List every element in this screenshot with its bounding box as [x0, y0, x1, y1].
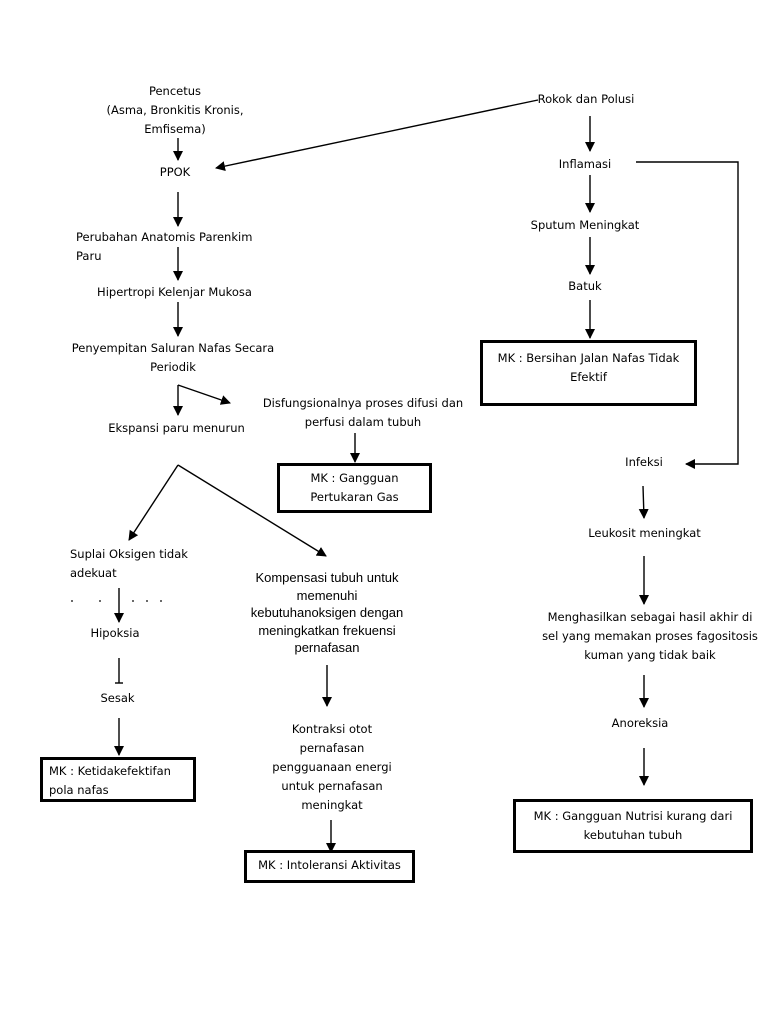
box-mk-gangguan-nutrisi: MK : Gangguan Nutrisi kurang dari kebutu… — [513, 799, 753, 853]
suplai-line-1: Suplai Oksigen tidak — [70, 547, 188, 561]
node-infeksi: Infeksi — [625, 455, 663, 469]
arrow-ekspansi-kompensasi — [177, 464, 327, 557]
nutrisi-line-2: kebutuhan tubuh — [583, 828, 683, 842]
bersihan-line-2: Efektif — [570, 370, 607, 384]
kompensasi-line-4: meningkatkan frekuensi — [258, 622, 396, 638]
node-penyempitan: Penyempitan Saluran Nafas Secara Periodi… — [68, 339, 278, 377]
disfungsi-line-1: Disfungsionalnya proses difusi dan — [262, 396, 464, 410]
kontraksi-line-4: untuk pernafasan — [281, 779, 383, 793]
perubahan-line-1: Perubahan Anatomis Parenkim — [76, 230, 253, 244]
penyempitan-line-2: Periodik — [150, 360, 196, 374]
node-ppok: PPOK — [159, 165, 191, 179]
pola-line-2: pola nafas — [49, 783, 109, 797]
node-hipoksia: Hipoksia — [90, 626, 140, 640]
node-hipertropi: Hipertropi Kelenjar Mukosa — [97, 285, 252, 299]
kontraksi-line-3: pengguanaan energi — [272, 760, 392, 774]
menghasilkan-line-1: Menghasilkan sebagai hasil akhir di — [547, 610, 753, 624]
node-kompensasi: Kompensasi tubuh untuk memenuhi kebutuha… — [232, 569, 422, 657]
node-rokok-polusi: Rokok dan Polusi — [537, 92, 635, 106]
pola-line-1: MK : Ketidakefektifan — [49, 764, 171, 778]
node-menghasilkan: Menghasilkan sebagai hasil akhir di sel … — [540, 608, 760, 665]
pencetus-line-1: Pencetus — [148, 84, 202, 98]
kompensasi-line-3: kebutuhanoksigen dengan — [250, 605, 404, 620]
node-ekspansi: Ekspansi paru menurun — [108, 421, 245, 435]
dotted-artifact — [71, 600, 162, 602]
menghasilkan-line-2: sel yang memakan proses fagositosis — [542, 629, 758, 643]
pencetus-line-3: Emfisema) — [144, 122, 206, 136]
node-kontraksi: Kontraksi otot pernafasan pengguanaan en… — [262, 720, 402, 815]
menghasilkan-line-3: kuman yang tidak baik — [584, 648, 716, 662]
kontraksi-line-5: meningkat — [301, 798, 363, 812]
arrow-infeksi-leukosit — [638, 485, 649, 519]
box-mk-bersihan-jalan-nafas: MK : Bersihan Jalan Nafas Tidak Efektif — [480, 340, 697, 406]
disfungsi-line-2: perfusi dalam tubuh — [304, 415, 422, 429]
nutrisi-line-1: MK : Gangguan Nutrisi kurang dari — [533, 809, 733, 823]
node-disfungsi: Disfungsionalnya proses difusi dan perfu… — [258, 394, 468, 432]
node-sesak: Sesak — [100, 691, 135, 705]
box-mk-gangguan-pertukaran-gas: MK : Gangguan Pertukaran Gas — [277, 463, 432, 513]
node-inflamasi: Inflamasi — [558, 157, 612, 171]
kompensasi-line-5: pernafasan — [294, 640, 360, 655]
arrow-rokok-ppok — [215, 99, 539, 172]
kompensasi-line-2: memenuhi — [296, 587, 358, 603]
box-mk-ketidakefektifan-pola-nafas: MK : Ketidakefektifan pola nafas — [40, 757, 196, 802]
suplai-line-2: adekuat — [70, 566, 117, 580]
kontraksi-line-2: pernafasan — [299, 741, 365, 755]
arrow-penyempitan-disfungsi — [177, 384, 231, 405]
penyempitan-line-1: Penyempitan Saluran Nafas Secara — [71, 341, 275, 355]
gas-line-2: Pertukaran Gas — [310, 490, 399, 504]
node-anoreksia: Anoreksia — [611, 716, 669, 730]
node-suplai-oksigen: Suplai Oksigen tidak adekuat — [70, 545, 188, 583]
node-sputum: Sputum Meningkat — [530, 218, 640, 232]
node-leukosit: Leukosit meningkat — [588, 526, 701, 540]
node-perubahan: Perubahan Anatomis Parenkim Paru — [76, 228, 252, 266]
box-mk-intoleransi-aktivitas: MK : Intoleransi Aktivitas — [244, 850, 415, 883]
node-batuk: Batuk — [568, 279, 602, 293]
kontraksi-line-1: Kontraksi otot — [291, 722, 373, 736]
arrow-inflamasi-infeksi — [636, 161, 739, 469]
intoleransi-line-1: MK : Intoleransi Aktivitas — [258, 858, 401, 872]
arrow-ekspansi-suplai — [128, 464, 179, 541]
bersihan-line-1: MK : Bersihan Jalan Nafas Tidak — [497, 351, 680, 365]
perubahan-line-2: Paru — [76, 249, 102, 263]
node-pencetus: Pencetus (Asma, Bronkitis Kronis, Emfise… — [90, 82, 260, 139]
gas-line-1: MK : Gangguan — [310, 471, 399, 485]
pencetus-line-2: (Asma, Bronkitis Kronis, — [106, 103, 244, 117]
kompensasi-line-1: Kompensasi tubuh untuk — [255, 570, 399, 585]
